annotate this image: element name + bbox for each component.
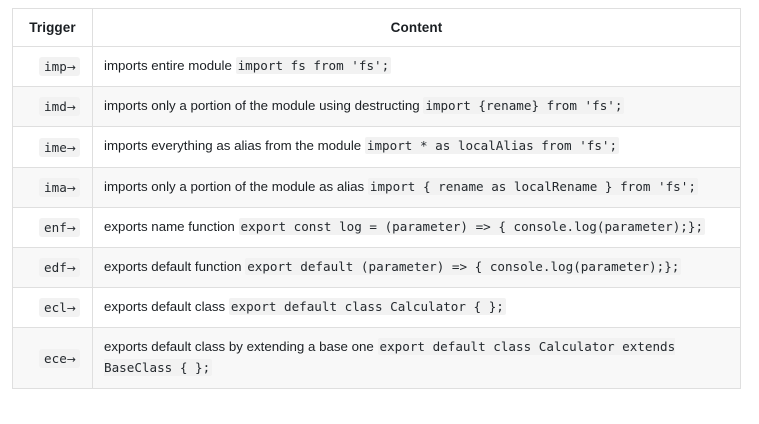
arrow-right-icon: → [66, 221, 76, 235]
column-header-trigger: Trigger [12, 8, 93, 47]
trigger-cell: ecl→ [12, 287, 93, 329]
trigger-cell: edf→ [12, 247, 93, 289]
table-row: imd→ imports only a portion of the module… [12, 86, 741, 128]
content-description: exports default class [104, 299, 229, 315]
trigger-code-chip[interactable]: enf→ [39, 217, 80, 237]
content-cell: exports default class by extending a bas… [92, 327, 741, 389]
trigger-cell: ima→ [12, 166, 93, 208]
column-header-content: Content [92, 8, 741, 47]
content-cell: exports name function export const log =… [92, 206, 741, 249]
content-description: imports everything as alias from the mod… [104, 138, 365, 154]
arrow-right-icon: → [66, 101, 76, 115]
table-row: ime→ imports everything as alias from the… [12, 126, 741, 168]
table-body: imp→imports entire module import fs from… [12, 45, 741, 389]
table-row: imp→ imports entire module import fs from… [12, 45, 741, 88]
trigger-code-chip[interactable]: ima→ [39, 177, 80, 197]
trigger-cell: ime→ [12, 126, 93, 168]
arrow-right-icon: → [66, 181, 76, 195]
content-code-snippet[interactable]: export default class Calculator { }; [228, 298, 506, 316]
trigger-text: ime [44, 139, 67, 155]
content-description: exports default function [104, 259, 246, 275]
content-code-snippet[interactable]: import { rename as localRename } from 'f… [367, 177, 698, 195]
trigger-cell: imp→ [12, 45, 93, 88]
table-row: edf→ exports default function export defa… [12, 247, 741, 289]
table-row: ece→ exports default class by extending a… [12, 327, 741, 389]
trigger-text: imd [44, 99, 67, 115]
content-cell: exports default class export default cla… [92, 287, 741, 329]
snippets-table: Trigger Content imp→imports entire modul… [12, 8, 741, 389]
trigger-text: ima [44, 179, 67, 195]
trigger-code-chip[interactable]: imp→ [39, 57, 80, 77]
content-code-snippet[interactable]: export const log = (parameter) => { cons… [238, 217, 706, 235]
content-cell: imports only a portion of the module as … [92, 166, 741, 208]
trigger-text: imp [44, 59, 67, 75]
trigger-text: ecl [44, 300, 67, 316]
content-cell: exports default function export default … [92, 247, 741, 289]
table-header-row: Trigger Content [12, 8, 741, 47]
table-row: ecl→ exports default class export default… [12, 287, 741, 329]
arrow-right-icon: → [66, 302, 76, 316]
content-code-snippet[interactable]: import * as localAlias from 'fs'; [364, 137, 620, 155]
trigger-cell: imd→ [12, 86, 93, 128]
arrow-right-icon: → [66, 262, 76, 276]
arrow-right-icon: → [66, 352, 76, 366]
trigger-cell: ece→ [12, 327, 93, 389]
content-cell: imports everything as alias from the mod… [92, 126, 741, 168]
content-description: exports name function [104, 218, 239, 234]
content-code-snippet[interactable]: export default (parameter) => { console.… [245, 258, 682, 276]
content-code-snippet[interactable]: import fs from 'fs'; [235, 57, 392, 74]
trigger-code-chip[interactable]: ecl→ [39, 298, 80, 318]
table-header: Trigger Content [12, 8, 741, 47]
content-code-snippet[interactable]: import {rename} from 'fs'; [423, 97, 625, 115]
trigger-cell: enf→ [12, 206, 93, 249]
trigger-code-chip[interactable]: imd→ [39, 97, 80, 117]
content-description: exports default class by extending a bas… [104, 339, 378, 355]
trigger-text: edf [44, 260, 67, 276]
table-row: enf→ exports name function export const l… [12, 206, 741, 249]
content-description: imports only a portion of the module usi… [104, 98, 424, 114]
content-cell: imports only a portion of the module usi… [92, 86, 741, 128]
table-row: ima→ imports only a portion of the module… [12, 166, 741, 208]
content-description: imports entire module [104, 58, 236, 73]
trigger-code-chip[interactable]: ime→ [39, 137, 80, 157]
arrow-right-icon: → [66, 61, 76, 75]
trigger-text: enf [44, 219, 67, 235]
trigger-code-chip[interactable]: edf→ [39, 258, 80, 278]
trigger-text: ece [44, 350, 67, 366]
content-description: imports only a portion of the module as … [104, 178, 368, 194]
arrow-right-icon: → [66, 141, 76, 155]
trigger-code-chip[interactable]: ece→ [39, 348, 80, 368]
content-cell: imports entire module import fs from 'fs… [92, 45, 741, 88]
